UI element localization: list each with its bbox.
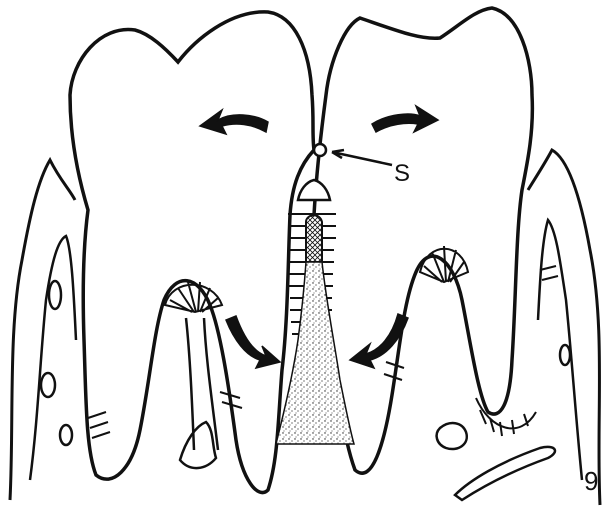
figure-number: 9: [584, 466, 598, 496]
bone-contour-right: [528, 150, 600, 505]
marrow-space: [60, 425, 72, 445]
contact-point: [314, 144, 326, 156]
marrow-space: [41, 373, 55, 397]
marrow-space: [560, 345, 570, 365]
bone-fragment: [455, 447, 555, 500]
septum-tip: [306, 215, 322, 262]
right-molar: [314, 8, 532, 473]
bone-fragment: [180, 422, 216, 468]
bone-fragment: [437, 423, 467, 449]
contact-label: S: [394, 160, 410, 187]
marrow-space: [49, 281, 61, 309]
left-root-canal: [186, 318, 218, 450]
